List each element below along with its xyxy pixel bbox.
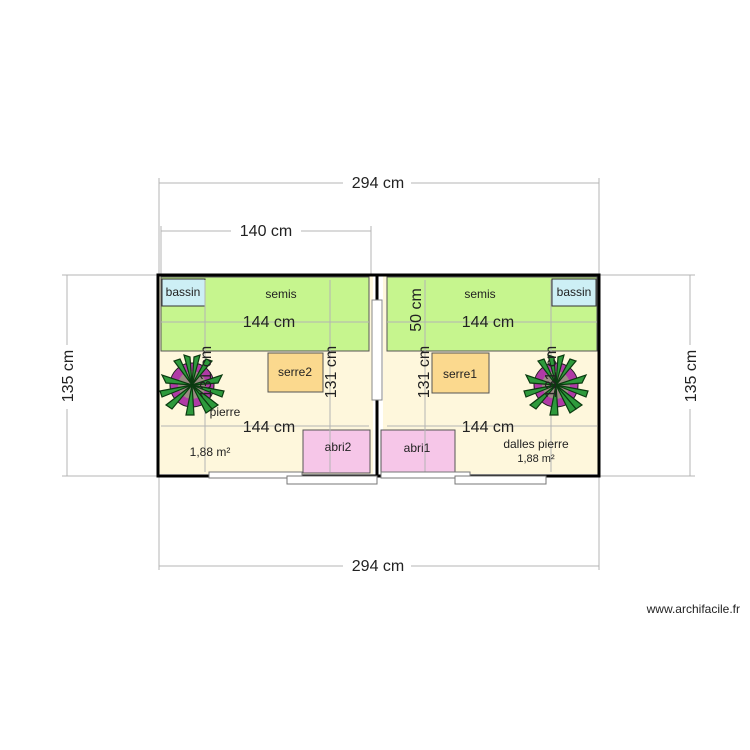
abri-left-label: abri2	[325, 440, 352, 454]
walls	[156, 273, 601, 485]
archifacile-credit: www.archifacile.fr	[646, 602, 740, 616]
door-right-a	[380, 471, 471, 479]
floor-left-label: pierre	[210, 405, 241, 419]
dim-right-height: 135 cm	[683, 350, 700, 402]
dim-inner-131-b: 131 cm	[416, 346, 433, 398]
dim-inner-144-d: 144 cm	[462, 419, 514, 436]
semis-right-label: semis	[464, 287, 495, 301]
middle-opening	[371, 299, 383, 401]
serre-left-label: serre2	[278, 365, 312, 379]
dim-inner-144-b: 144 cm	[462, 314, 514, 331]
bassin-left-zone	[161, 278, 206, 307]
dim-inner-144-a: 144 cm	[243, 314, 295, 331]
dim-inner-131-left-plant: 131 cm	[198, 346, 215, 398]
abri-right-zone	[380, 429, 456, 474]
room-labels: bassin bassin semis semis serre2 serre1 …	[166, 285, 592, 465]
floor-right-area: 1,88 m²	[517, 453, 555, 465]
bassin-right-zone	[551, 278, 597, 307]
door-right-b	[454, 475, 547, 485]
semis-left-label: semis	[265, 287, 296, 301]
dim-inner-131-a: 131 cm	[323, 346, 340, 398]
serre-left-zone	[267, 352, 324, 393]
door-left	[208, 471, 303, 479]
dim-top-partial: 140 cm	[240, 223, 292, 240]
dim-inner-131-right-plant: 131 cm	[543, 346, 560, 398]
serre-right-zone	[431, 352, 490, 394]
serre-right-label: serre1	[443, 367, 477, 381]
abri-right-label: abri1	[404, 441, 431, 455]
rooms	[159, 276, 598, 474]
door-left-swing	[286, 475, 378, 485]
dimension-labels: 294 cm 140 cm 294 cm 135 cm 135 cm 144 c…	[57, 172, 700, 576]
bassin-left-label: bassin	[166, 285, 201, 299]
floor-left-area: 1,88 m²	[190, 445, 231, 459]
dim-bottom-total: 294 cm	[352, 558, 404, 575]
dim-left-height: 135 cm	[60, 350, 77, 402]
abri-left-zone	[302, 429, 371, 474]
dim-inner-50: 50 cm	[408, 288, 425, 332]
bassin-right-label: bassin	[557, 285, 592, 299]
dim-top-total: 294 cm	[352, 175, 404, 192]
floor-right-label: dalles pierre	[503, 437, 569, 451]
dim-inner-144-c: 144 cm	[243, 419, 295, 436]
